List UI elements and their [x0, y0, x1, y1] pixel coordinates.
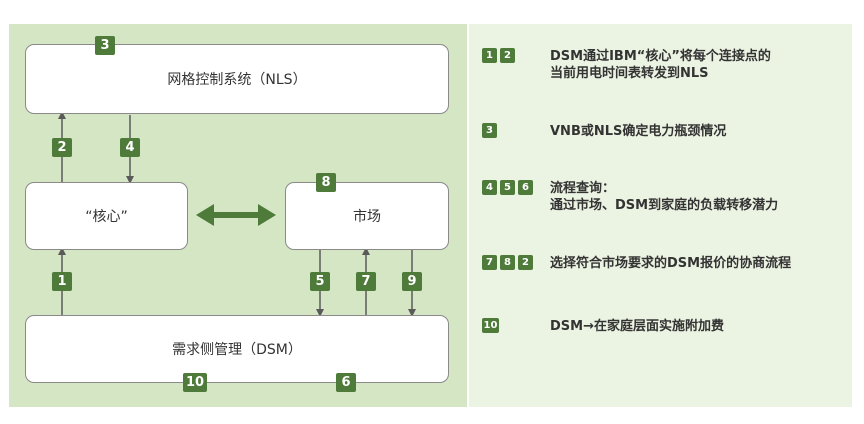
nls-label: 网格控制系统（NLS）: [167, 72, 307, 88]
legend-row-5: 10 DSM→在家庭层面实施附加费: [482, 318, 724, 335]
badge-5: 5: [310, 272, 330, 291]
legend-line: 流程查询：: [550, 181, 616, 196]
legend-line: VNB或NLS确定电力瓶颈情况: [550, 124, 727, 139]
badge-2: 2: [52, 138, 72, 157]
legend-row-1: 1 2 DSM通过IBM“核心”将每个连接点的 当前用电时间表转发到NLS: [482, 48, 771, 82]
legend-text: DSM→在家庭层面实施附加费: [550, 318, 724, 335]
market-box: 市场: [285, 182, 449, 250]
legend-text: 流程查询： 通过市场、DSM到家庭的负载转移潜力: [550, 180, 778, 214]
core-box: “核心”: [25, 182, 188, 250]
badge-6: 6: [336, 373, 356, 392]
legend-line: 当前用电时间表转发到NLS: [550, 66, 709, 81]
legend-text: 选择符合市场要求的DSM报价的协商流程: [550, 255, 791, 272]
legend-badge: 1: [482, 48, 497, 63]
legend-badge: 5: [500, 180, 515, 195]
legend-badge: 8: [500, 255, 515, 270]
badge-10: 10: [183, 373, 207, 392]
legend-row-3: 4 5 6 流程查询： 通过市场、DSM到家庭的负载转移潜力: [482, 180, 778, 214]
legend-badge: 3: [482, 123, 497, 138]
legend-badges: 7 8 2: [482, 255, 550, 270]
legend-line: 选择符合市场要求的DSM报价的协商流程: [550, 256, 792, 271]
legend-badge: 2: [500, 48, 515, 63]
legend-text: VNB或NLS确定电力瓶颈情况: [550, 123, 726, 140]
dsm-label: 需求侧管理（DSM）: [172, 342, 302, 358]
badge-7: 7: [356, 272, 376, 291]
legend-badge: 6: [518, 180, 533, 195]
badge-3: 3: [95, 36, 115, 55]
market-label: 市场: [353, 209, 381, 225]
legend-badges: 3: [482, 123, 550, 138]
legend-line: DSM通过IBM“核心”将每个连接点的: [550, 49, 771, 64]
legend-text: DSM通过IBM“核心”将每个连接点的 当前用电时间表转发到NLS: [550, 48, 771, 82]
badge-8: 8: [316, 173, 336, 192]
legend-badge: 4: [482, 180, 497, 195]
legend-row-2: 3 VNB或NLS确定电力瓶颈情况: [482, 123, 726, 140]
legend-badges: 4 5 6: [482, 180, 550, 195]
badge-9: 9: [402, 272, 422, 291]
core-label: “核心”: [85, 209, 128, 225]
double-arrow: [196, 204, 276, 226]
badge-1: 1: [52, 272, 72, 291]
dsm-box: 需求侧管理（DSM）: [25, 315, 449, 383]
legend-panel: [469, 24, 852, 407]
legend-badge: 2: [518, 255, 533, 270]
legend-badge: 10: [482, 318, 499, 333]
legend-badges: 1 2: [482, 48, 550, 63]
nls-box: 网格控制系统（NLS）: [25, 44, 449, 114]
legend-badge: 7: [482, 255, 497, 270]
legend-badges: 10: [482, 318, 550, 333]
badge-4: 4: [120, 138, 140, 157]
legend-line: 通过市场、DSM到家庭的负载转移潜力: [550, 198, 779, 213]
legend-row-4: 7 8 2 选择符合市场要求的DSM报价的协商流程: [482, 255, 791, 272]
legend-line: DSM→在家庭层面实施附加费: [550, 319, 724, 334]
